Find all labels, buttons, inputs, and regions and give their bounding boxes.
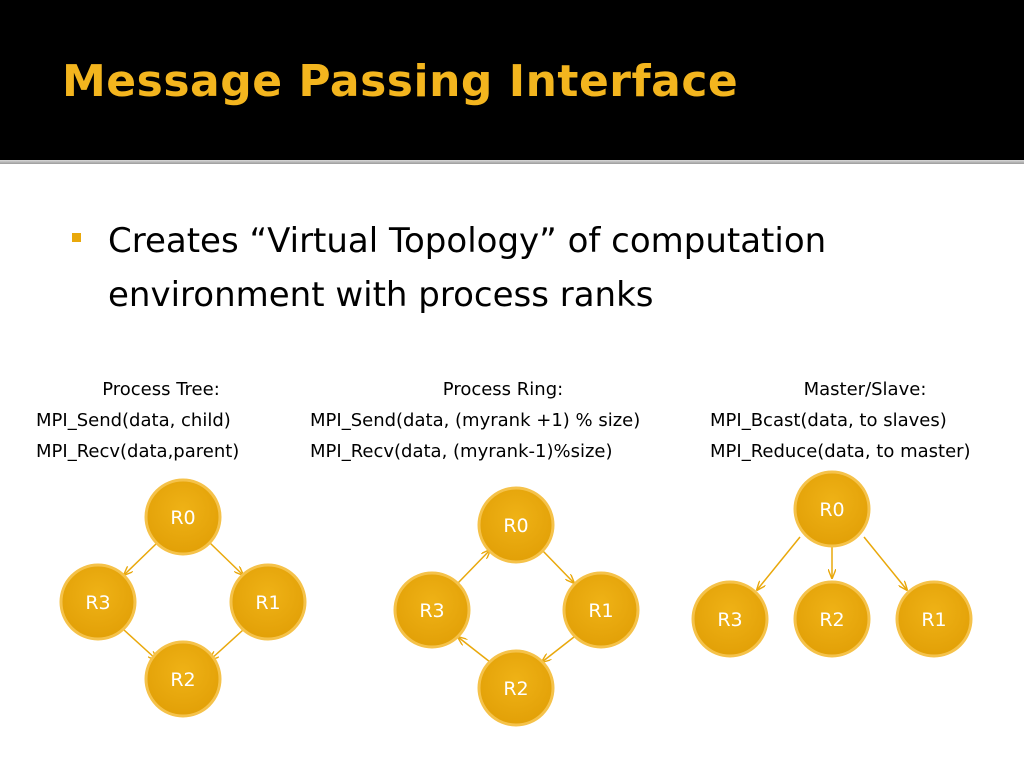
tree-edge-r0-r3 [124,542,158,575]
tree-node-r1-label: R1 [255,592,280,614]
ms-node-r2: R2 [793,580,871,658]
ms-node-r3-label: R3 [717,609,742,631]
process-ring-diagram: R0 R3 R1 R2 [393,486,640,727]
ring-recv-line: MPI_Recv(data, (myrank-1)%size) [310,441,613,462]
tree-edge-r3-r2 [123,629,157,660]
ms-node-r2-label: R2 [819,609,844,631]
tree-node-r2-label: R2 [170,669,195,691]
ms-edge-r0-r1 [863,536,907,590]
title-band [0,0,1024,160]
ring-node-r0-label: R0 [503,515,528,537]
ring-caption: Process Ring: MPI_Send(data, (myrank +1)… [310,374,696,467]
tree-node-r3: R3 [59,563,137,641]
ms-node-r0: R0 [793,470,871,548]
master-slave-bcast-line: MPI_Bcast(data, to slaves) [710,410,947,431]
tree-heading: Process Tree: [102,379,220,400]
ms-node-r1-label: R1 [921,609,946,631]
master-slave-heading: Master/Slave: [803,379,927,400]
ms-node-r3: R3 [691,580,769,658]
ring-edge-r1-r2 [542,636,575,662]
ring-node-r3: R3 [393,571,471,649]
tree-node-r0: R0 [144,478,222,556]
tree-edge-r0-r1 [209,542,243,575]
ms-node-r1: R1 [895,580,973,658]
ring-node-r1-label: R1 [588,600,613,622]
process-tree-diagram: R0 R3 R1 R2 [59,478,307,718]
tree-node-r2: R2 [144,640,222,718]
tree-edge-r1-r2 [210,629,244,660]
ring-edge-r2-r3 [458,637,491,663]
ring-node-r2: R2 [477,649,555,727]
bullet-square-icon [72,233,81,242]
bullet-text: Creates “Virtual Topology” of computatio… [108,221,827,315]
ring-node-r3-label: R3 [419,600,444,622]
slide-title: Message Passing Interface [62,56,739,107]
tree-recv-line: MPI_Recv(data,parent) [36,441,240,462]
tree-node-r0-label: R0 [170,507,195,529]
ring-edge-r3-r0 [457,550,490,584]
master-slave-caption: Master/Slave: MPI_Bcast(data, to slaves)… [710,374,1020,467]
ring-node-r2-label: R2 [503,678,528,700]
tree-node-r1: R1 [229,563,307,641]
tree-caption: Process Tree: MPI_Send(data, child) MPI_… [36,374,286,467]
ring-edge-r0-r1 [541,549,574,583]
tree-node-r3-label: R3 [85,592,110,614]
tree-send-line: MPI_Send(data, child) [36,410,231,431]
ms-node-r0-label: R0 [819,499,844,521]
master-slave-diagram: R0 R3 R2 R1 [691,470,973,658]
ring-node-r0: R0 [477,486,555,564]
ms-edge-r0-r3 [757,536,801,590]
ring-node-r1: R1 [562,571,640,649]
ring-heading: Process Ring: [442,379,564,400]
title-divider [0,160,1024,164]
master-slave-reduce-line: MPI_Reduce(data, to master) [710,441,971,462]
ring-send-line: MPI_Send(data, (myrank +1) % size) [310,410,641,431]
